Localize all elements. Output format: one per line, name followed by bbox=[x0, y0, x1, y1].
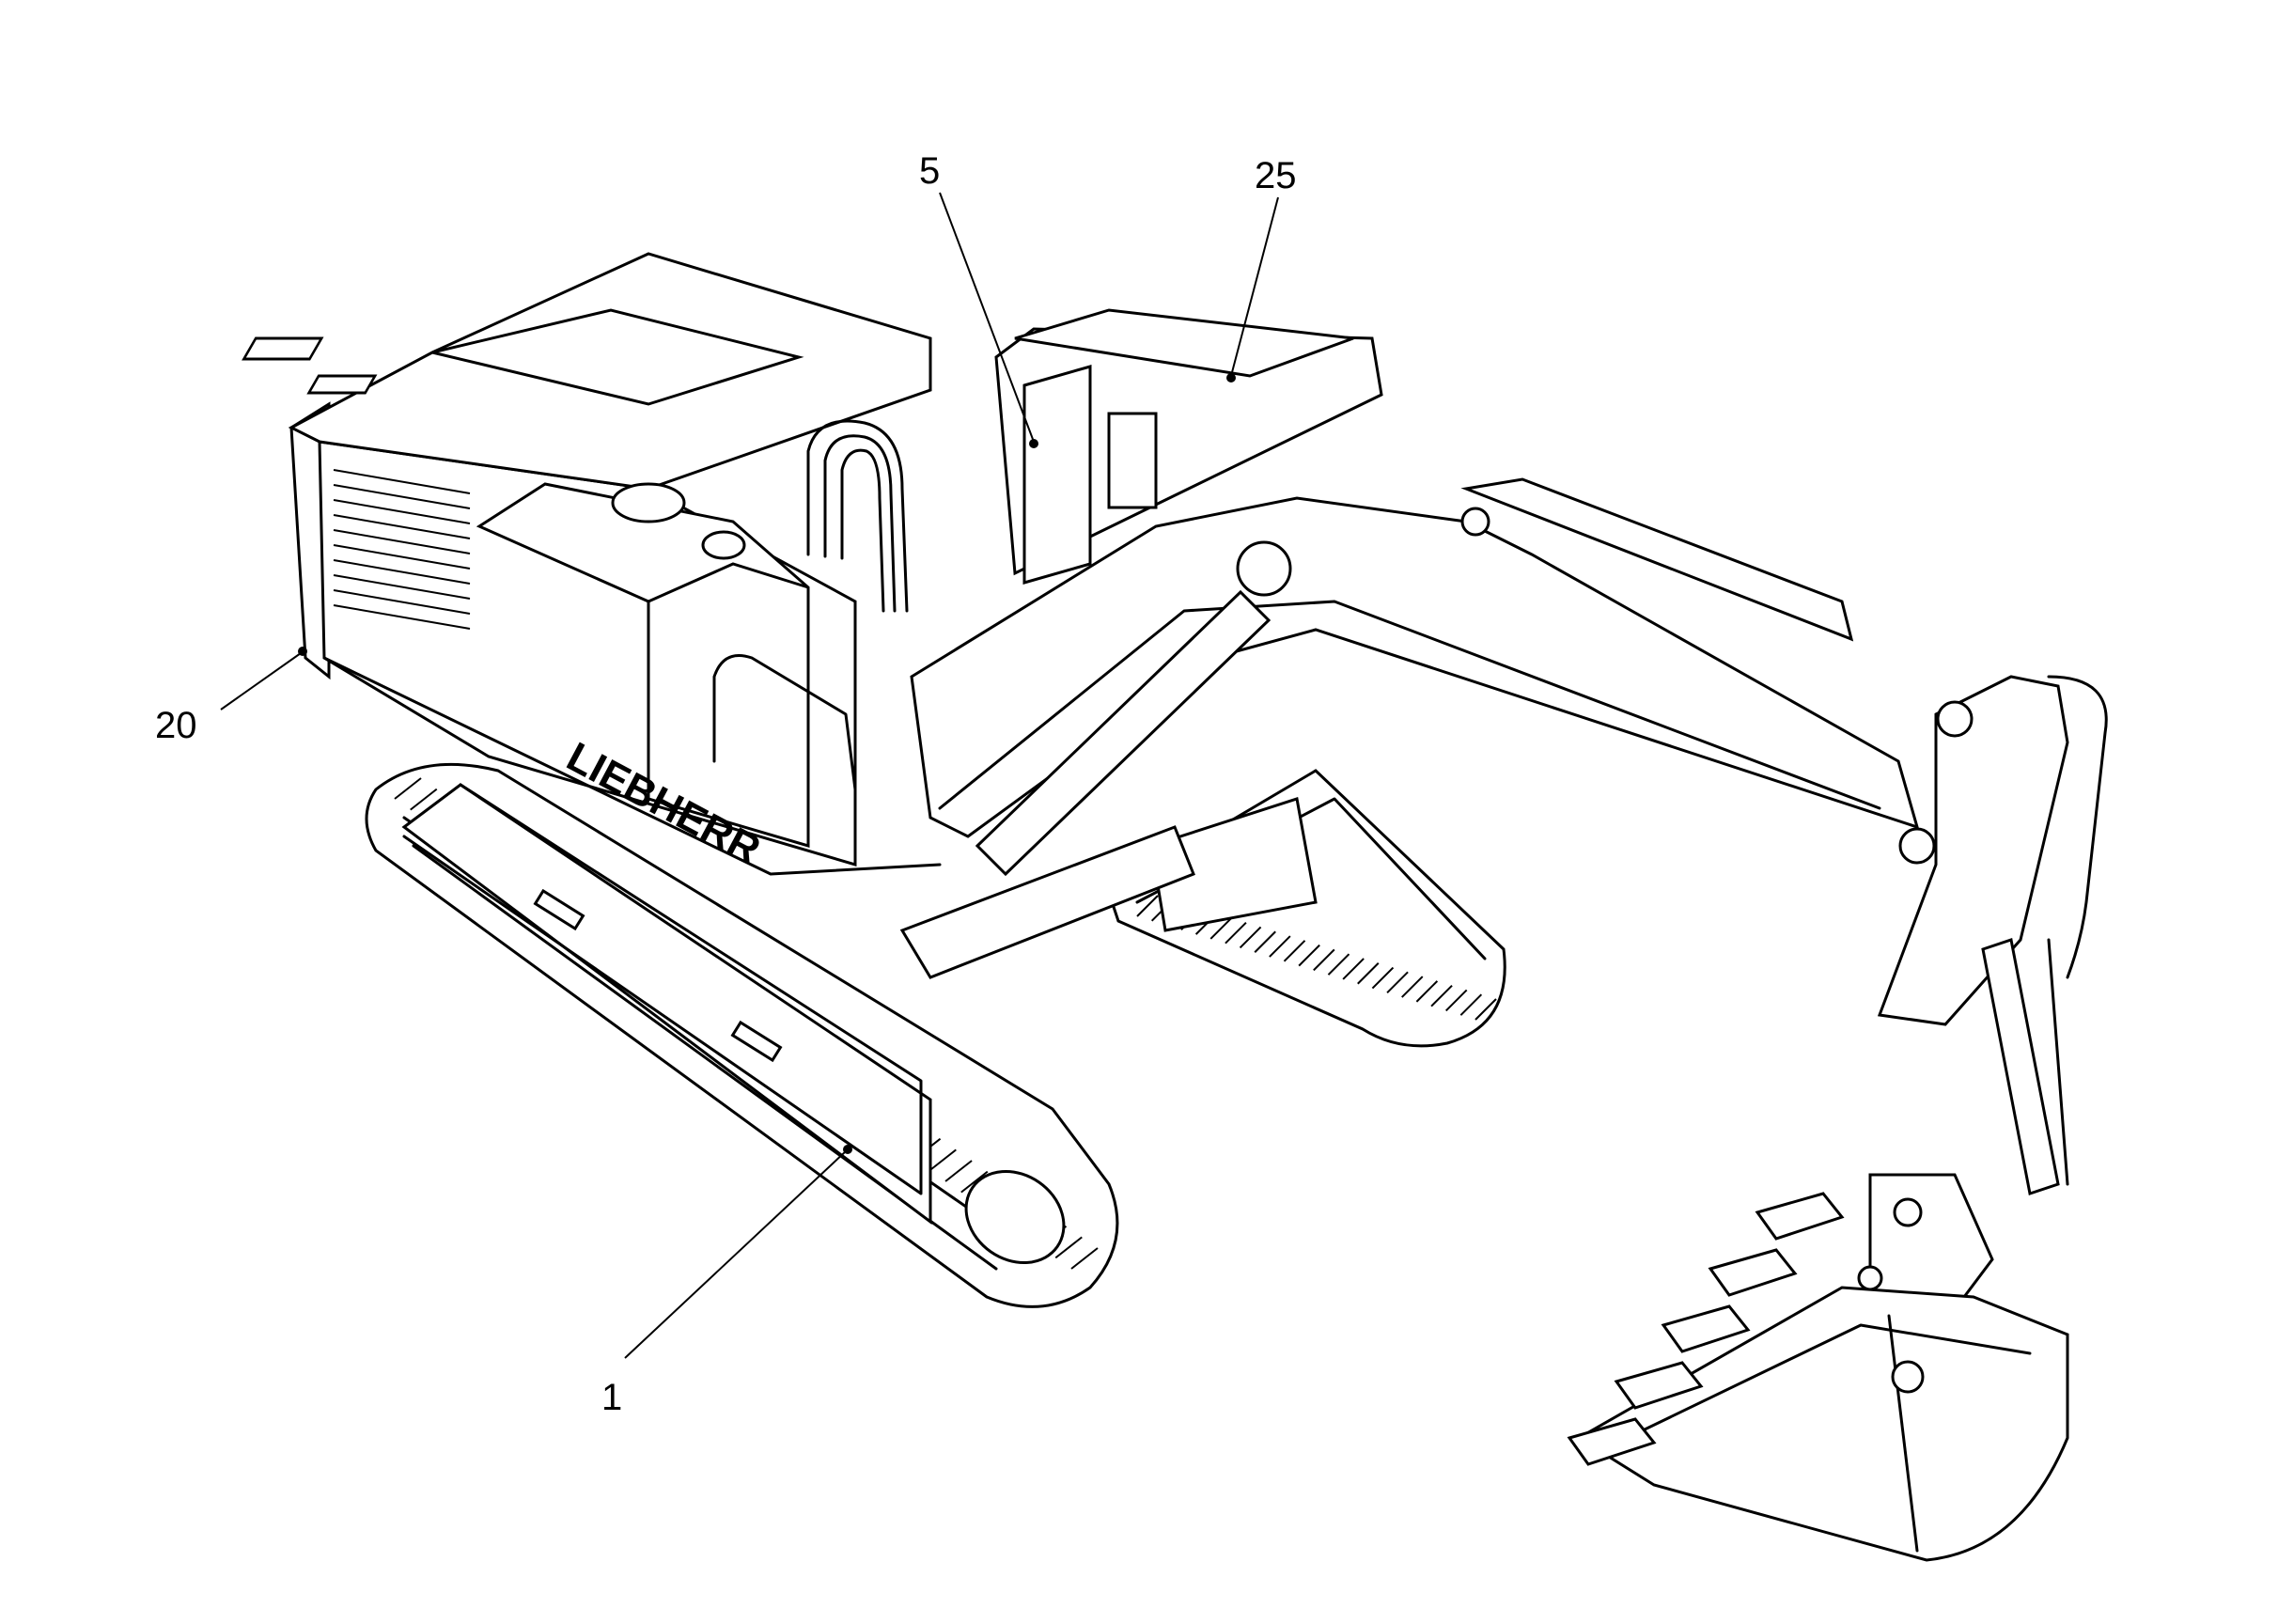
right-crawler-track bbox=[1107, 769, 1506, 1048]
hatch-line bbox=[944, 1160, 973, 1182]
hatch-line bbox=[1342, 958, 1365, 980]
hatch-line bbox=[333, 529, 471, 554]
hatch-line bbox=[1401, 976, 1424, 998]
hatch-line bbox=[333, 499, 471, 524]
hatch-line bbox=[394, 777, 422, 800]
hatch-line bbox=[1209, 917, 1232, 940]
left-crawler-track bbox=[365, 762, 1119, 1308]
bucket-tooth bbox=[1708, 1248, 1798, 1297]
hydraulic-hoses bbox=[806, 419, 909, 613]
hatch-line bbox=[1254, 930, 1276, 953]
hatch-line bbox=[1313, 948, 1335, 972]
callout-label-20: 20 bbox=[155, 705, 197, 746]
callout-label-25: 25 bbox=[1255, 155, 1297, 196]
bucket bbox=[1567, 1192, 2069, 1562]
upper-structure bbox=[242, 252, 942, 876]
hatch-line bbox=[1430, 984, 1453, 1007]
hatch-line bbox=[1298, 944, 1320, 967]
callout-label-1: 1 bbox=[601, 1377, 622, 1418]
hatch-line bbox=[1474, 998, 1497, 1021]
callout-label-5: 5 bbox=[919, 150, 940, 192]
callout-25: 25 bbox=[1226, 155, 1297, 383]
hatch-line bbox=[960, 1170, 989, 1194]
callout-20: 20 bbox=[155, 647, 307, 746]
callout-5: 5 bbox=[919, 150, 1038, 448]
hatch-line bbox=[333, 544, 471, 570]
hatch-line bbox=[333, 604, 471, 630]
hatch-line bbox=[1386, 971, 1409, 994]
hatch-line bbox=[928, 1148, 957, 1172]
hatch-line bbox=[1327, 953, 1350, 976]
bucket-tooth bbox=[1755, 1192, 1845, 1241]
hatch-line bbox=[333, 469, 471, 494]
bucket-tooth bbox=[1567, 1417, 1657, 1466]
hatch-line bbox=[333, 559, 471, 585]
bucket-tooth bbox=[1614, 1361, 1704, 1410]
hatch-line bbox=[1239, 926, 1262, 949]
boom bbox=[910, 496, 1936, 877]
hatch-line bbox=[1444, 989, 1468, 1012]
hatch-line bbox=[1136, 895, 1159, 917]
hatch-line bbox=[1459, 993, 1483, 1016]
hatch-line bbox=[333, 589, 471, 615]
operator-cab bbox=[994, 308, 1383, 585]
hatch-line bbox=[1415, 980, 1439, 1003]
hatch-line bbox=[1054, 1236, 1083, 1259]
hatch-line bbox=[333, 574, 471, 600]
hatch-line bbox=[333, 514, 471, 539]
hatch-line bbox=[1070, 1247, 1099, 1270]
hatch-line bbox=[1283, 940, 1306, 962]
hatch-line bbox=[1269, 935, 1291, 958]
hatch-line bbox=[1371, 966, 1395, 990]
hatch-line bbox=[333, 484, 471, 509]
hatch-line bbox=[1357, 962, 1380, 985]
callout-1: 1 bbox=[601, 1145, 852, 1418]
stick-arm bbox=[1460, 477, 2108, 1336]
bucket-tooth bbox=[1661, 1304, 1751, 1353]
hatch-line bbox=[410, 788, 438, 811]
undercarriage-beam bbox=[899, 825, 1195, 979]
hatch-line bbox=[1225, 921, 1247, 945]
